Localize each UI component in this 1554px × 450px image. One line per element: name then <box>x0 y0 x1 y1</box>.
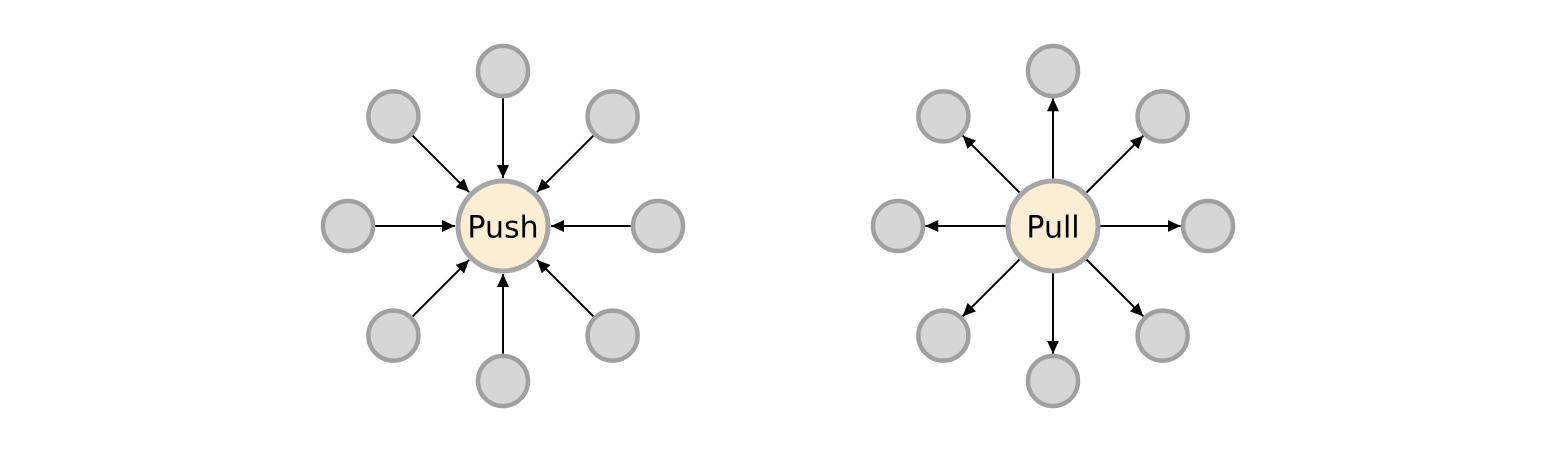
pull-satellite-node <box>1135 89 1190 144</box>
push-arrow-inward <box>536 259 595 318</box>
push-satellite-node <box>585 308 640 363</box>
push-arrow-inward <box>411 259 470 318</box>
push-arrow-inward <box>536 134 595 193</box>
pull-satellite-node <box>1025 43 1081 99</box>
push-satellite-node <box>585 89 640 144</box>
push-hub-node <box>455 178 551 274</box>
pull-satellite-node <box>1025 353 1081 409</box>
push-arrow-inward <box>411 134 470 193</box>
pull-arrow-outward <box>961 258 1021 318</box>
pull-satellite-node <box>1135 308 1190 363</box>
push-satellite-node <box>475 353 531 409</box>
push-satellite-node <box>630 198 686 254</box>
pull-satellite-node <box>916 89 971 144</box>
push-hub-label: Push <box>467 210 538 245</box>
push-diagram: Push <box>320 43 686 409</box>
pull-diagram: Pull <box>870 43 1236 409</box>
push-satellite-node <box>320 198 376 254</box>
pull-hub-label: Pull <box>1026 210 1079 245</box>
push-satellite-node <box>366 89 421 144</box>
pull-arrow-outward <box>1085 134 1145 194</box>
pull-satellite-node <box>916 308 971 363</box>
pull-hub-node <box>1005 178 1101 274</box>
pull-arrow-outward <box>1085 258 1145 318</box>
pull-satellite-node <box>870 198 926 254</box>
push-satellite-node <box>366 308 421 363</box>
pull-arrow-outward <box>961 134 1021 194</box>
pull-satellite-node <box>1180 198 1236 254</box>
push-satellite-node <box>475 43 531 99</box>
